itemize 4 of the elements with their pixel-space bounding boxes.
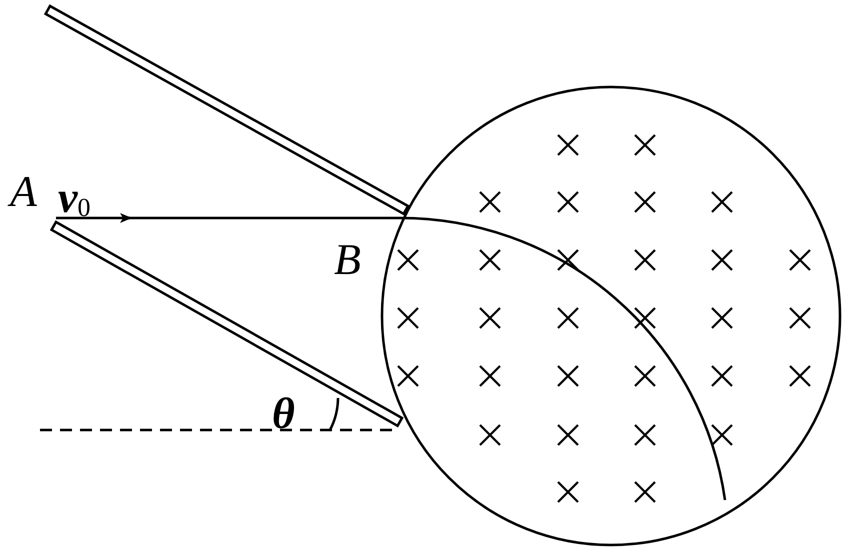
point-label: A xyxy=(10,170,37,214)
angle-label: θ xyxy=(272,392,295,436)
velocity-label: v$_{0}$ xyxy=(58,176,91,221)
point-label: B xyxy=(334,238,361,282)
